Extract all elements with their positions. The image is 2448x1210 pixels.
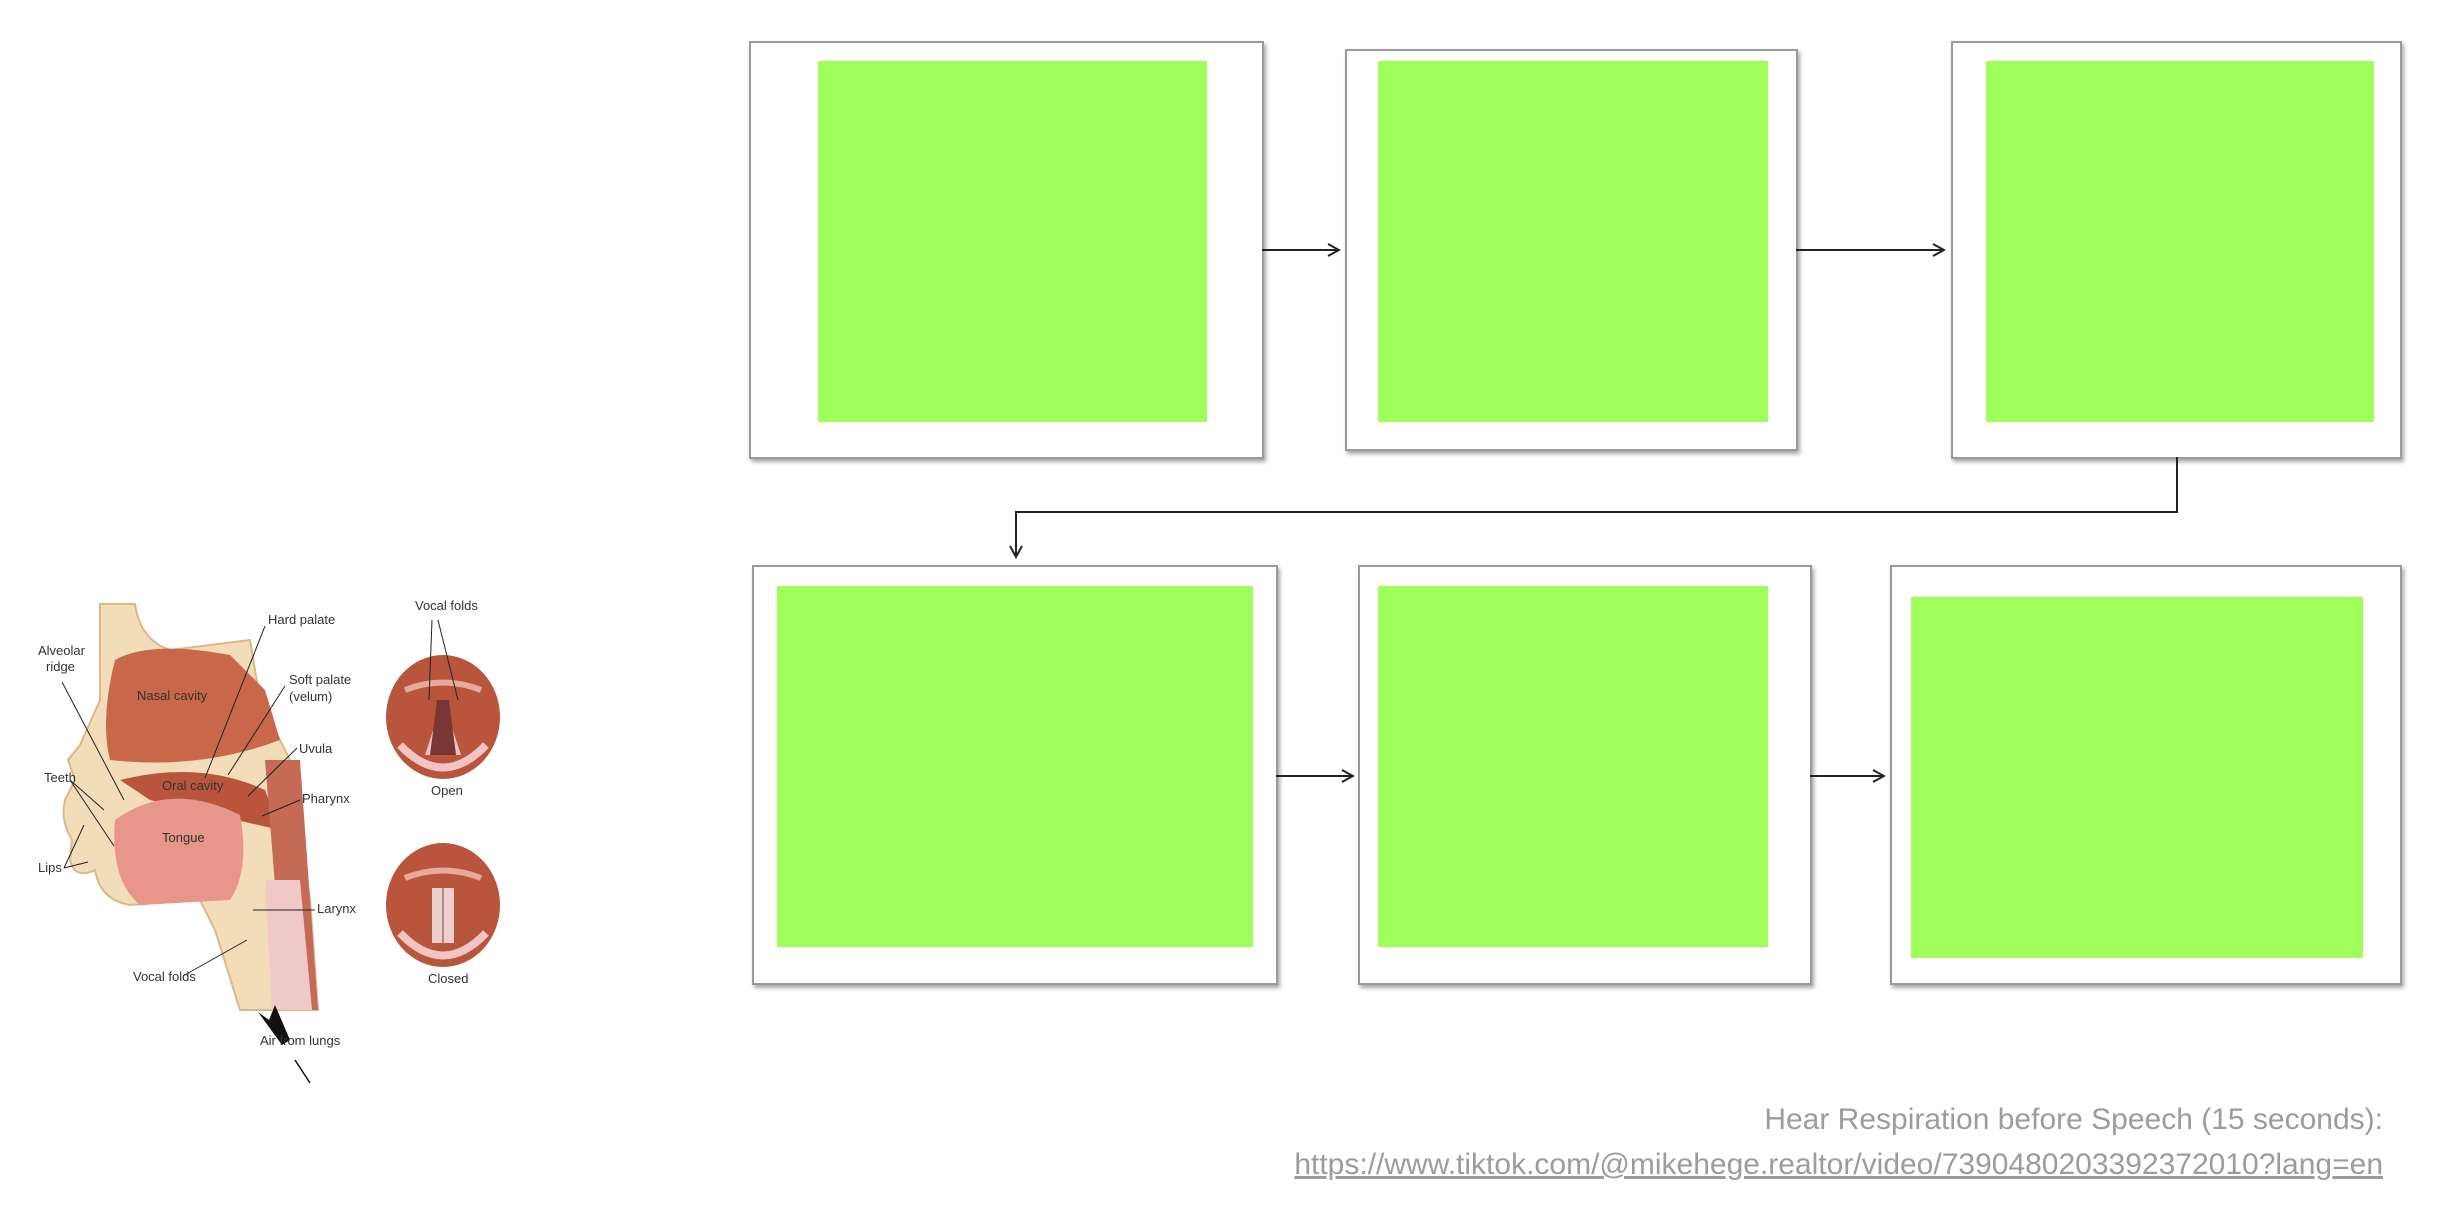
vocal-tract-illustration (61, 603, 500, 1084)
label-lips: Lips (38, 860, 62, 875)
caption-title: Hear Respiration before Speech (15 secon… (1764, 1103, 2383, 1136)
glottis-open-image (386, 619, 500, 779)
placeholder-image-3 (1986, 61, 2374, 422)
label-pharynx: Pharynx (302, 791, 350, 806)
label-larynx: Larynx (317, 901, 357, 916)
label-tongue: Tongue (162, 830, 205, 845)
label-hard-palate: Hard palate (268, 612, 336, 627)
placeholder-image-5 (1378, 586, 1768, 947)
placeholder-image-2 (1378, 61, 1768, 422)
label-soft-palate-2: (velum) (289, 689, 333, 704)
label-closed: Closed (428, 971, 469, 986)
label-teeth: Teeth (44, 770, 76, 785)
label-alveolar-ridge-2: ridge (46, 659, 75, 674)
label-uvula: Uvula (299, 741, 333, 756)
arrow-3-to-4 (1016, 457, 2178, 557)
placeholder-image-1 (818, 61, 1207, 422)
placeholder-image-4 (777, 586, 1253, 947)
caption-link-wrap: https://www.tiktok.com/@mikehege.realtor… (1294, 1148, 2383, 1182)
label-oral-cavity: Oral cavity (162, 778, 224, 793)
label-open: Open (431, 783, 463, 798)
glottis-closed-image (386, 843, 500, 967)
label-nasal-cavity: Nasal cavity (137, 688, 208, 703)
label-soft-palate-1: Soft palate (289, 672, 352, 687)
label-glottis-vocal-folds: Vocal folds (415, 598, 478, 613)
placeholder-image-6 (1911, 597, 2363, 958)
nasal-cavity (106, 648, 280, 763)
label-alveolar-ridge-1: Alveolar (38, 643, 85, 658)
label-vocal-folds: Vocal folds (133, 969, 196, 984)
label-air-from-lungs: Air from lungs (260, 1033, 341, 1048)
head-profile (62, 603, 320, 1011)
tiktok-link[interactable]: https://www.tiktok.com/@mikehege.realtor… (1294, 1148, 2383, 1181)
tongue (114, 798, 244, 905)
larynx (265, 880, 312, 1010)
